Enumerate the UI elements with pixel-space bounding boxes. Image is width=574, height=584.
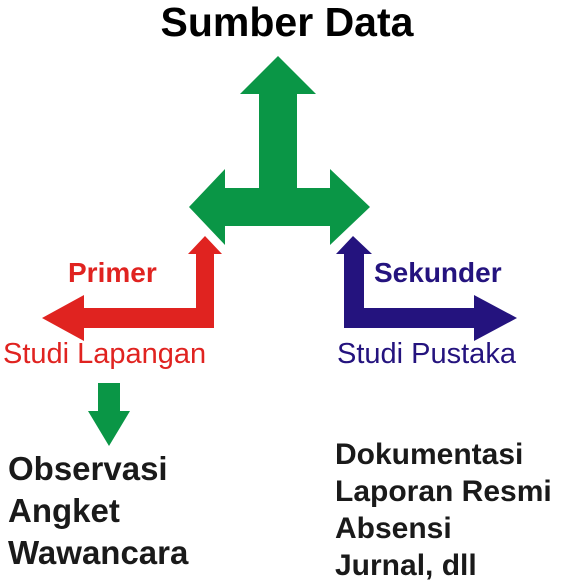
blue-elbow-arrow: [336, 236, 517, 341]
list-item-jurnal: Jurnal, dll: [335, 549, 477, 582]
primary-data-list: Observasi Angket Wawancara: [8, 448, 188, 574]
diagram-title: Sumber Data: [160, 0, 414, 45]
list-item-absensi: Absensi: [335, 512, 452, 545]
green-down-arrow: [88, 383, 130, 446]
sekunder-label: Sekunder: [374, 257, 502, 288]
secondary-method-label: Studi Pustaka: [337, 338, 516, 370]
list-item-wawancara: Wawancara: [8, 534, 189, 571]
list-item-observasi: Observasi: [8, 450, 168, 487]
green-three-way-arrow: [189, 56, 370, 245]
list-item-angket: Angket: [8, 492, 120, 529]
list-item-dokumentasi: Dokumentasi: [335, 438, 524, 471]
list-item-laporan-resmi: Laporan Resmi: [335, 475, 552, 508]
secondary-data-list: Dokumentasi Laporan Resmi Absensi Jurnal…: [335, 436, 552, 584]
primer-label: Primer: [68, 257, 157, 288]
red-elbow-arrow: [42, 236, 222, 341]
primary-method-label: Studi Lapangan: [3, 338, 207, 370]
